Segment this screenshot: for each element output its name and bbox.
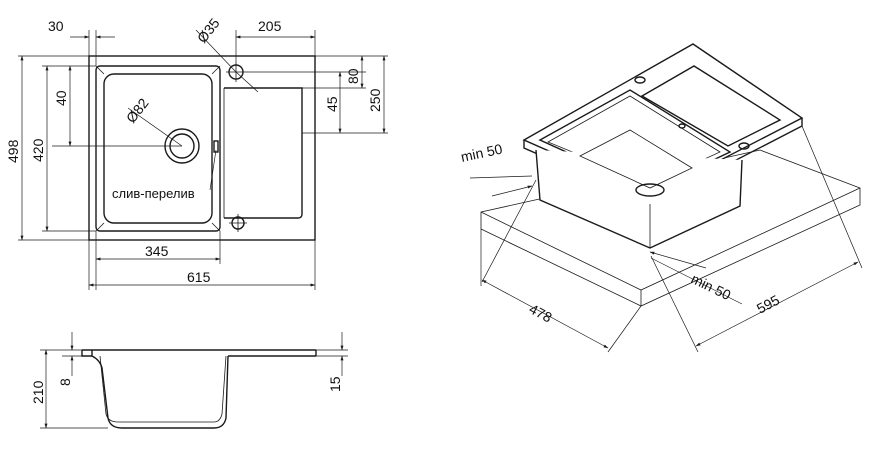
dim-345: 345 <box>145 243 169 259</box>
dim-498: 498 <box>5 139 21 163</box>
dim-min50-left: min 50 <box>459 141 504 165</box>
iso-overflow <box>678 123 686 129</box>
drainboard <box>224 87 303 219</box>
bowl-outer <box>95 65 221 232</box>
sink-outline <box>88 55 316 241</box>
dim-478: 478 <box>527 301 555 326</box>
iso-tap-hole <box>634 76 646 84</box>
dim-595: 595 <box>754 291 782 316</box>
dim-250: 250 <box>367 88 383 112</box>
dim-420: 420 <box>30 138 46 162</box>
bowl-profile-outer <box>91 350 229 429</box>
dim-15: 15 <box>327 376 343 392</box>
iso-view: min 50 478 min 50 595 <box>459 43 863 353</box>
dim-80: 80 <box>345 68 361 84</box>
dim-615: 615 <box>187 269 211 285</box>
dim-hole-35: Ø35 <box>194 15 223 46</box>
iso-drain <box>635 183 665 197</box>
dim-40: 40 <box>53 90 69 106</box>
side-view: 8 210 15 <box>30 332 348 429</box>
top-view: 30 205 Ø35 80 45 250 40 420 498 Ø82 слив… <box>5 15 388 290</box>
iso-lower-hole <box>738 142 750 150</box>
iso-drainboard <box>640 65 782 147</box>
dim-min50-right: min 50 <box>689 270 734 303</box>
dim-30: 30 <box>48 18 64 34</box>
dim-205: 205 <box>258 18 282 34</box>
bowl-profile-inner <box>99 355 227 423</box>
dim-210: 210 <box>30 380 46 404</box>
dim-8: 8 <box>57 378 73 386</box>
dim-drain-82: Ø82 <box>123 95 152 126</box>
overflow-label: слив-перелив <box>112 186 195 201</box>
bowl-inner <box>103 73 213 224</box>
dim-45: 45 <box>324 96 340 112</box>
